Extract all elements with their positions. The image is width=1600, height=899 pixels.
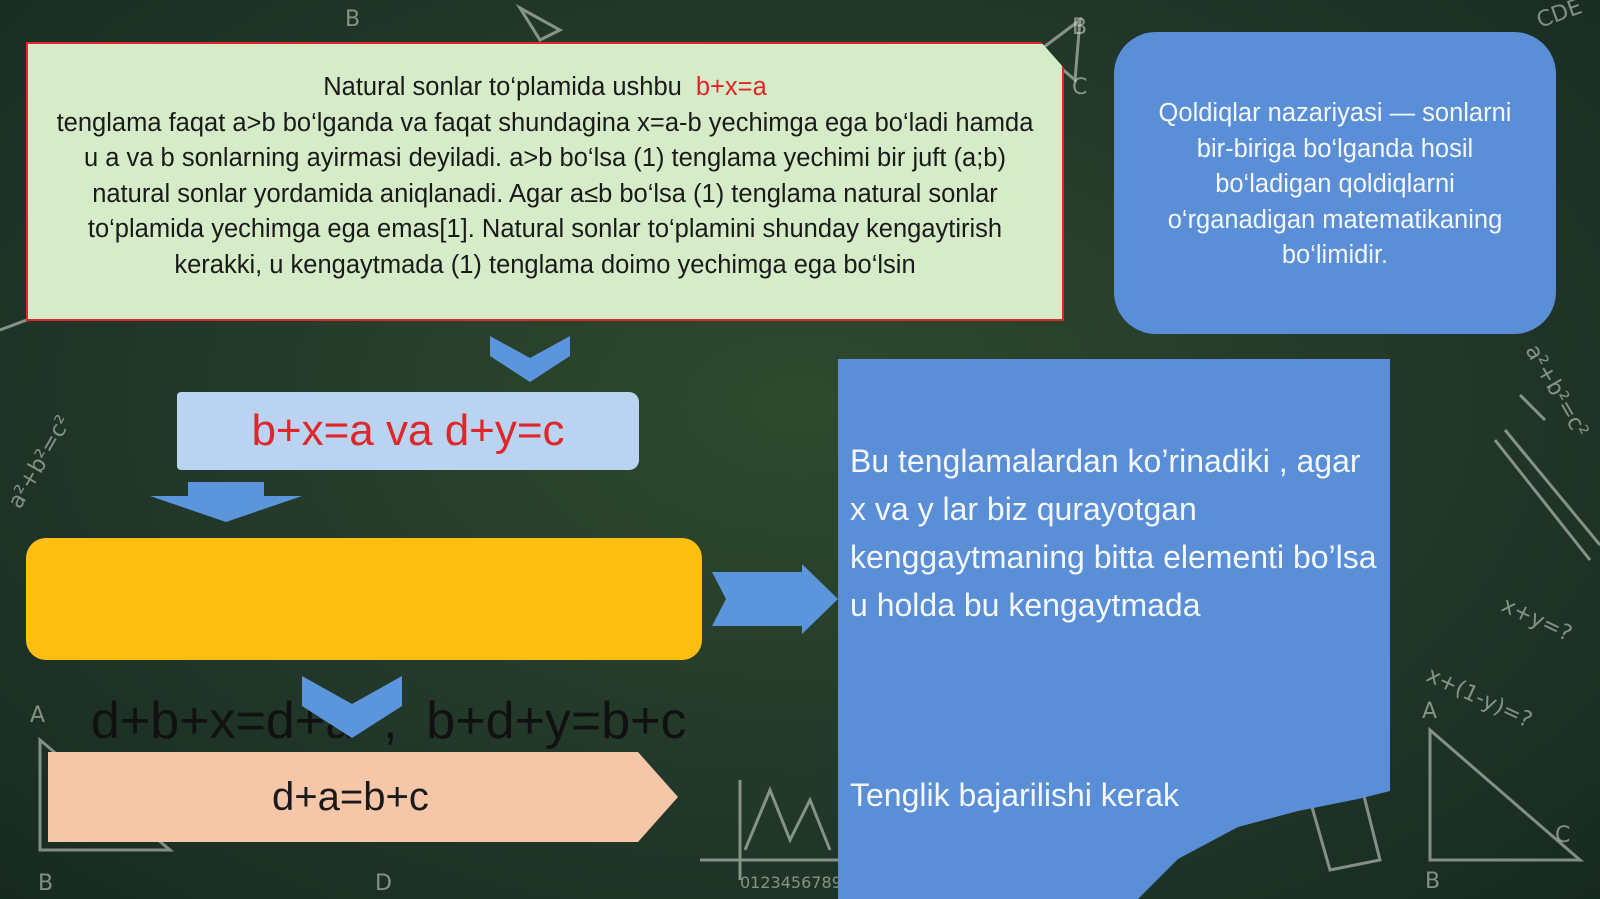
formula-doodle-4: a²+b²=c² [1520,341,1593,443]
letter-a-doodle-right: A [1422,699,1437,724]
graph-doodle [700,780,860,880]
triangle-doodle-right [1428,726,1585,862]
conclusion-tail-text: Tenglik bajarilishi kerak [850,777,1180,813]
letter-b-doodle-top: B [1072,15,1087,40]
numbers-doodle: 0123456789 [740,873,842,892]
formula-doodle-3: a²+b²=c² [4,411,77,513]
letter-d-doodle: D [375,871,392,896]
equation-sum-box: d+b+x=d+a , b+d+y=b+c [26,538,702,750]
intro-highlight-equation: b+x=a [695,73,767,101]
equation-pair-box: b+x=a va d+y=c [177,392,639,470]
intro-lead-text: Natural sonlar to‘plamida ushbu [323,73,682,101]
intro-first-line: Natural sonlar to‘plamida ushbu b+x=a [48,70,1042,106]
letter-a-doodle: A [30,703,45,728]
equation-result-box: d+a=b+c [48,752,678,842]
intro-text-box: Natural sonlar to‘plamida ushbu b+x=a ten… [26,42,1064,321]
definition-box: Qoldiqlar nazariyasi — sonlarni bir-biri… [1114,32,1556,334]
letter-b-doodle: B [345,7,360,32]
letter-c-doodle-right: C [1555,823,1570,848]
letter-b-doodle-right: B [1425,869,1440,894]
chevron-down-icon [490,336,570,382]
formula-doodle-2: x+(1-y)=? [1422,663,1535,734]
letters-doodle: CDE [1534,0,1586,34]
intro-body-text: tenglama faqat a>b bo‘lganda va faqat sh… [56,108,1034,279]
ruler-doodle [1493,429,1600,561]
equation-pair-text: b+x=a va d+y=c [251,406,565,455]
conclusion-box: Bu tenglamalardan ko’rinadiki , agar x v… [838,359,1390,899]
arrow-down-icon [150,482,302,522]
letter-b-doodle-bottom: B [38,871,53,896]
pen-doodle-top [515,3,564,42]
arrow-right-icon [712,564,838,634]
equation-result-text: d+a=b+c [272,775,429,819]
definition-text: Qoldiqlar nazariyasi — sonlarni bir-biri… [1158,99,1512,269]
letter-c-doodle-top: C [1072,75,1087,100]
conclusion-text: Bu tenglamalardan ko’rinadiki , agar x v… [850,443,1377,623]
pin-doodle [1518,393,1547,422]
formula-doodle: x+y=? [1497,593,1575,647]
chevron-down-icon-2 [302,676,402,738]
